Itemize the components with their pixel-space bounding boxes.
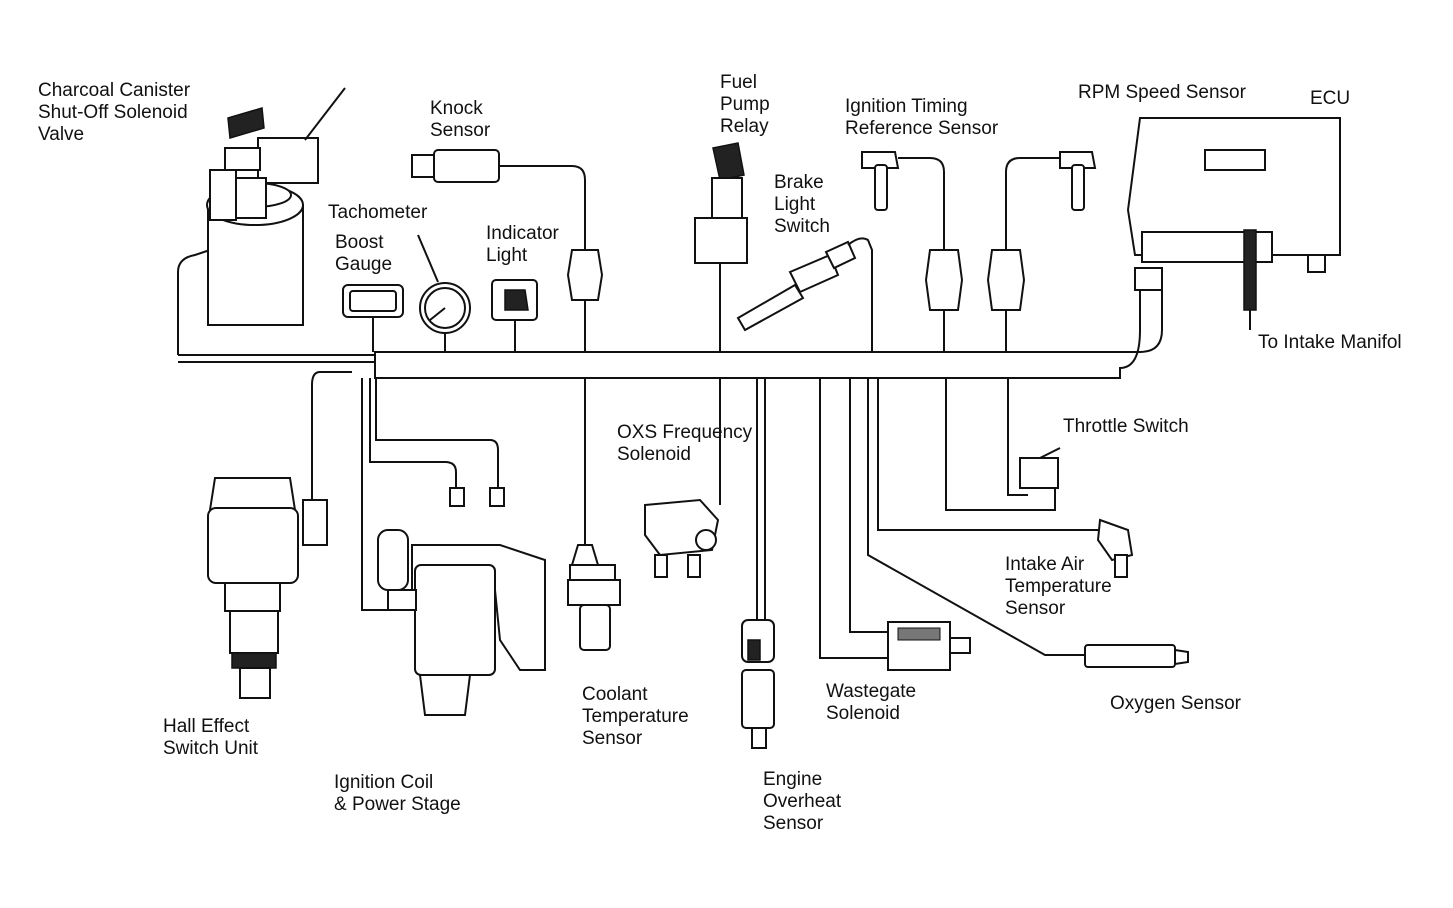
timing-sensors (861, 151, 1097, 352)
coolant-sensor (567, 544, 621, 651)
intake-air-sensor (1096, 518, 1134, 578)
hall-effect-switch (207, 477, 328, 699)
ecu (1126, 117, 1341, 330)
ignition-coil (377, 529, 546, 716)
label-throttle-switch: Throttle Switch (1063, 416, 1189, 437)
overheat-sensor (741, 619, 775, 749)
label-ignition-coil: Ignition Coil& Power Stage (334, 772, 461, 815)
fuel-pump-relay (694, 142, 748, 352)
label-to-intake-manifold: To Intake Manifol (1258, 332, 1402, 353)
brake-light-switch (736, 237, 873, 352)
label-ecu: ECU (1310, 88, 1351, 109)
label-oxygen-sensor: Oxygen Sensor (1110, 693, 1241, 714)
label-tachometer: Tachometer (328, 202, 428, 223)
knock-sensor (411, 149, 604, 352)
label-rpm-speed-sensor: RPM Speed Sensor (1078, 82, 1246, 103)
oxs-solenoid (644, 498, 720, 578)
oxygen-sensor-part (1084, 644, 1189, 668)
charcoal-canister (206, 87, 346, 326)
main-harness (177, 249, 1163, 379)
lower-branches (311, 371, 1100, 659)
wastegate-solenoid (887, 621, 971, 671)
throttle-switch (1019, 447, 1061, 489)
gauges (342, 234, 538, 352)
